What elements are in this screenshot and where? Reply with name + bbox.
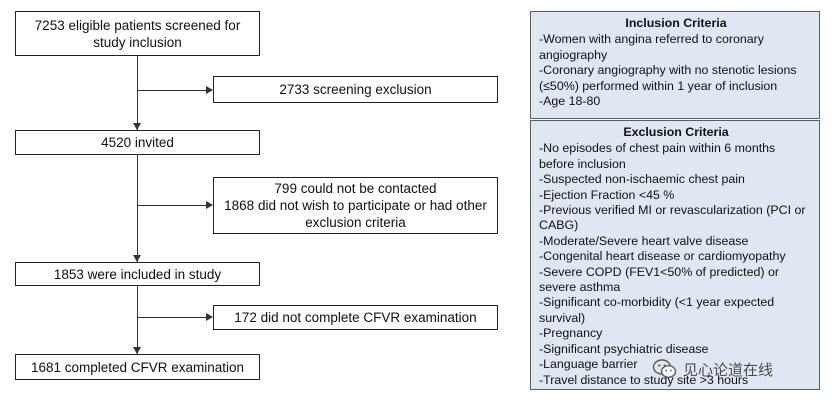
exclusion-item: -Moderate/Severe heart valve disease — [539, 233, 749, 248]
inclusion-item: -Age 18-80 — [539, 94, 601, 109]
watermark: 见心论道在线 — [652, 356, 773, 382]
invited-box: 4520 invited — [15, 130, 260, 155]
inclusion-item: -Women with angina referred to coronary … — [539, 32, 764, 62]
exclusion-item: -Pregnancy — [539, 326, 603, 341]
exclusion-item: -Significant co-morbidity (<1 year expec… — [539, 295, 775, 325]
exclusion-item: -No episodes of chest pain within 6 mont… — [539, 141, 776, 171]
not-contacted-line-2: 1868 did not wish to participate or had … — [224, 198, 487, 213]
branch-line-not-completed — [137, 317, 207, 318]
exclusion-item: -Ejection Fraction <45 % — [539, 187, 675, 202]
screening-exclusion-text: 2733 screening exclusion — [279, 82, 432, 97]
exclusion-item: -Severe COPD (FEV1<50% of predicted) or … — [539, 264, 779, 295]
screening-exclusion-box: 2733 screening exclusion — [213, 76, 498, 103]
exclusion-item: -Travel distance to study site >3 hours — [539, 372, 749, 387]
inclusion-item: -Coronary angiography with no stenotic l… — [539, 63, 797, 93]
exclusion-item: -Language barrier — [539, 357, 638, 372]
exclusion-criteria-title: Exclusion Criteria — [623, 125, 729, 139]
inclusion-criteria-panel: Inclusion Criteria -Women with angina re… — [530, 11, 820, 119]
arrowhead-down-completed — [133, 347, 141, 354]
completed-text: 1681 completed CFVR examination — [30, 359, 245, 375]
arrowhead-right-not-contacted — [206, 201, 213, 209]
included-box: 1853 were included in study — [15, 262, 260, 286]
exclusion-item: -Previous verified MI or revascularizati… — [539, 203, 806, 233]
wechat-icon — [652, 359, 677, 379]
branch-line-screening — [137, 90, 207, 91]
screened-line-1: 7253 eligible patients screened for — [34, 17, 241, 33]
not-completed-text: 172 did not complete CFVR examination — [234, 310, 477, 325]
exclusion-item: -Congenital heart disease or cardiomyopa… — [539, 249, 786, 264]
inclusion-criteria-title: Inclusion Criteria — [625, 16, 727, 30]
included-text: 1853 were included in study — [53, 266, 222, 282]
not-completed-box: 172 did not complete CFVR examination — [213, 305, 498, 330]
screened-line-2: study inclusion — [93, 34, 182, 50]
arrowhead-right-screening — [206, 86, 213, 94]
not-contacted-box: 799 could not be contacted 1868 did not … — [213, 177, 498, 234]
watermark-text: 见心论道在线 — [683, 361, 774, 379]
arrowhead-down-invited — [133, 123, 141, 130]
exclusion-item: -Significant psychiatric disease — [539, 341, 709, 356]
branch-line-not-contacted — [137, 205, 207, 206]
arrowhead-down-included — [133, 255, 141, 262]
exclusion-item: -Suspected non-ischaemic chest pain — [539, 172, 745, 187]
arrowhead-right-not-completed — [206, 313, 213, 321]
completed-box: 1681 completed CFVR examination — [15, 354, 260, 380]
screened-box: 7253 eligible patients screened for stud… — [15, 11, 260, 56]
exclusion-criteria-panel: Exclusion Criteria -No episodes of chest… — [530, 120, 820, 390]
not-contacted-line-1: 799 could not be contacted — [274, 181, 437, 196]
not-contacted-line-3: exclusion criteria — [305, 215, 406, 230]
invited-text: 4520 invited — [101, 135, 174, 150]
